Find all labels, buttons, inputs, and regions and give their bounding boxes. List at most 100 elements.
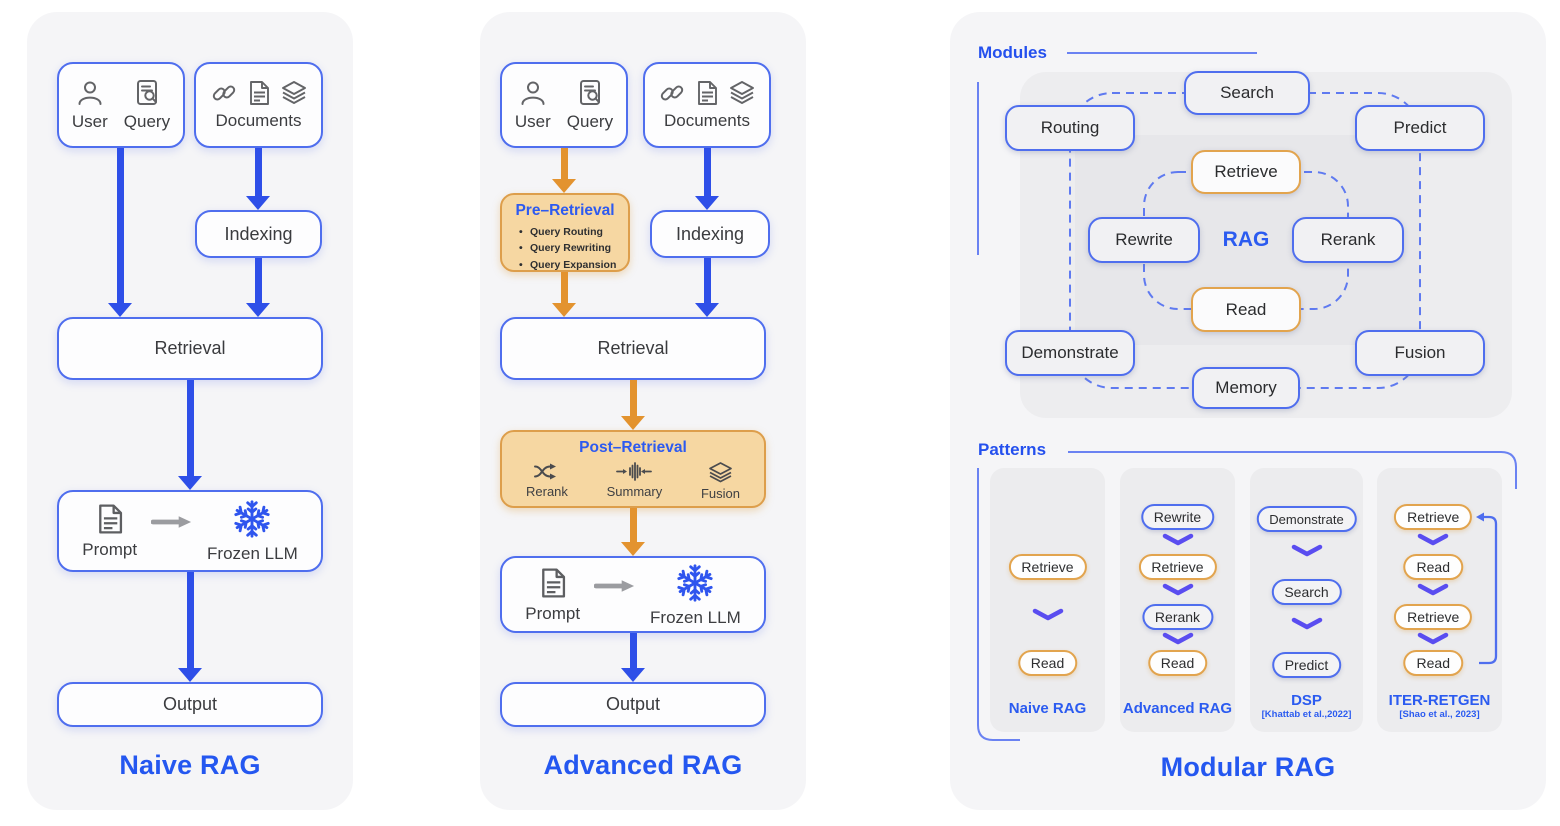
retrieval-label: Retrieval	[597, 338, 669, 358]
pattern-step: Read	[1403, 650, 1463, 676]
rag-center-label: RAG	[1222, 228, 1270, 251]
document-icon	[93, 502, 127, 536]
pattern-step: Rewrite	[1140, 504, 1215, 530]
pattern-step: Retrieve	[1394, 504, 1473, 530]
pattern-name: Advanced RAG	[1122, 700, 1233, 717]
step-label: Demonstrate	[1269, 511, 1344, 527]
pattern-step: Retrieve	[1394, 604, 1473, 630]
fusion-label: Fusion	[700, 486, 740, 501]
arrow-prompt-to-output	[621, 633, 645, 682]
arrow-indexing-to-retrieval	[695, 258, 719, 317]
snowflake-icon	[674, 562, 716, 604]
module-memory: Memory	[1192, 367, 1300, 409]
module-label: Fusion	[1394, 343, 1446, 362]
module-search: Search	[1184, 71, 1310, 115]
summary-icon	[616, 461, 653, 482]
chevron-down-icon	[1416, 533, 1450, 546]
rerank-label: Rerank	[526, 484, 568, 499]
chevron-down-icon	[1416, 632, 1450, 645]
arrow-indexing-to-retrieval	[246, 258, 270, 317]
document-icon	[536, 566, 570, 600]
query-label: Query	[123, 112, 171, 131]
arrow-preretrieval-to-retrieval	[552, 272, 576, 317]
indexing-label: Indexing	[675, 223, 745, 244]
retrieval-box: Retrieval	[57, 317, 323, 380]
frozen-llm-label: Frozen LLM	[207, 544, 298, 563]
step-label: Read	[1160, 655, 1195, 671]
chevron-down-icon	[1290, 617, 1324, 630]
layers-icon	[728, 79, 756, 107]
arrow-documents-to-indexing	[695, 148, 719, 210]
rerank-icon	[533, 461, 560, 482]
gray-arrow-icon	[594, 578, 636, 594]
pre-retrieval-item: Query Rewriting	[519, 240, 628, 257]
module-label: Search	[1220, 83, 1274, 102]
fusion-icon	[707, 461, 734, 484]
link-icon	[658, 79, 686, 107]
naive-rag-title: Naive RAG	[119, 750, 261, 780]
user-query-box: User Query	[57, 62, 185, 148]
pre-retrieval-item: Query Expansion	[519, 257, 628, 274]
module-label: Routing	[1040, 118, 1100, 137]
step-label: Retrieve	[1151, 559, 1204, 575]
pattern-step: Read	[1403, 554, 1463, 580]
query-label: Query	[566, 112, 614, 131]
step-label: Search	[1284, 584, 1329, 600]
layers-icon	[280, 79, 308, 107]
chevron-down-icon	[1161, 533, 1195, 546]
query-doc-icon	[132, 78, 162, 108]
chevron-down-icon	[1161, 632, 1195, 645]
advanced-rag-panel: User Query	[480, 12, 806, 810]
pre-retrieval-title: Pre–Retrieval	[515, 202, 615, 219]
module-label: Demonstrate	[1021, 343, 1119, 362]
indexing-label: Indexing	[224, 223, 293, 244]
modules-section-label: Modules	[978, 43, 1047, 62]
step-label: Read	[1416, 655, 1450, 671]
pattern-card-iter-retgen: Retrieve Read Retrieve Read ITER-RETGEN …	[1377, 468, 1502, 732]
snowflake-icon	[231, 498, 273, 540]
step-label: Retrieve	[1021, 559, 1074, 575]
pattern-step: Read	[1017, 650, 1078, 676]
pattern-citation: [Shao et al., 2023]	[1399, 709, 1480, 720]
module-label: Rerank	[1320, 230, 1376, 249]
modular-rag-panel: Modules Search Routing Predict Retrieve …	[950, 12, 1546, 810]
output-label: Output	[162, 694, 218, 714]
user-label: User	[514, 112, 551, 131]
frozen-llm-label: Frozen LLM	[650, 607, 741, 627]
step-label: Read	[1030, 655, 1065, 671]
documents-label: Documents	[664, 111, 750, 130]
documents-label: Documents	[215, 111, 302, 130]
chevron-down-icon	[1031, 608, 1065, 621]
prompt-llm-box: Prompt	[57, 490, 323, 572]
step-label: Rerank	[1154, 609, 1201, 625]
output-box: Output	[57, 682, 323, 727]
document-icon	[693, 79, 721, 107]
user-icon	[75, 78, 105, 108]
pattern-step: Search	[1271, 579, 1342, 605]
patterns-section-label: Patterns	[978, 440, 1047, 459]
query-doc-icon	[575, 78, 605, 108]
retrieval-label: Retrieval	[154, 338, 226, 358]
post-retrieval-title: Post–Retrieval	[579, 439, 687, 456]
step-label: Retrieve	[1407, 609, 1460, 625]
chevron-down-icon	[1416, 583, 1450, 596]
post-retrieval-box: Post–Retrieval Rerank	[500, 430, 766, 508]
user-label: User	[71, 112, 108, 131]
prompt-llm-box: Prompt	[500, 556, 766, 633]
pattern-step: Demonstrate	[1256, 506, 1357, 532]
module-rerank: Rerank	[1292, 217, 1404, 263]
arrow-userquery-to-preretrieval	[552, 148, 576, 193]
arrow-postretrieval-to-prompt	[621, 508, 645, 556]
pattern-step: Rerank	[1141, 604, 1214, 630]
modular-connectors	[977, 52, 1517, 741]
chevron-down-icon	[1161, 583, 1195, 596]
indexing-box: Indexing	[195, 210, 322, 258]
pattern-card-dsp: Demonstrate Search Predict DSP [Khattab …	[1250, 468, 1363, 732]
pattern-name: ITER-RETGEN	[1388, 692, 1491, 709]
pattern-citation: [Khattab et al.,2022]	[1261, 709, 1352, 720]
arrow-retrieval-to-postretrieval	[621, 380, 645, 430]
step-label: Predict	[1284, 657, 1329, 673]
module-rewrite: Rewrite	[1088, 217, 1200, 263]
module-label: Rewrite	[1115, 230, 1173, 249]
pattern-name: Naive RAG	[1008, 700, 1087, 717]
